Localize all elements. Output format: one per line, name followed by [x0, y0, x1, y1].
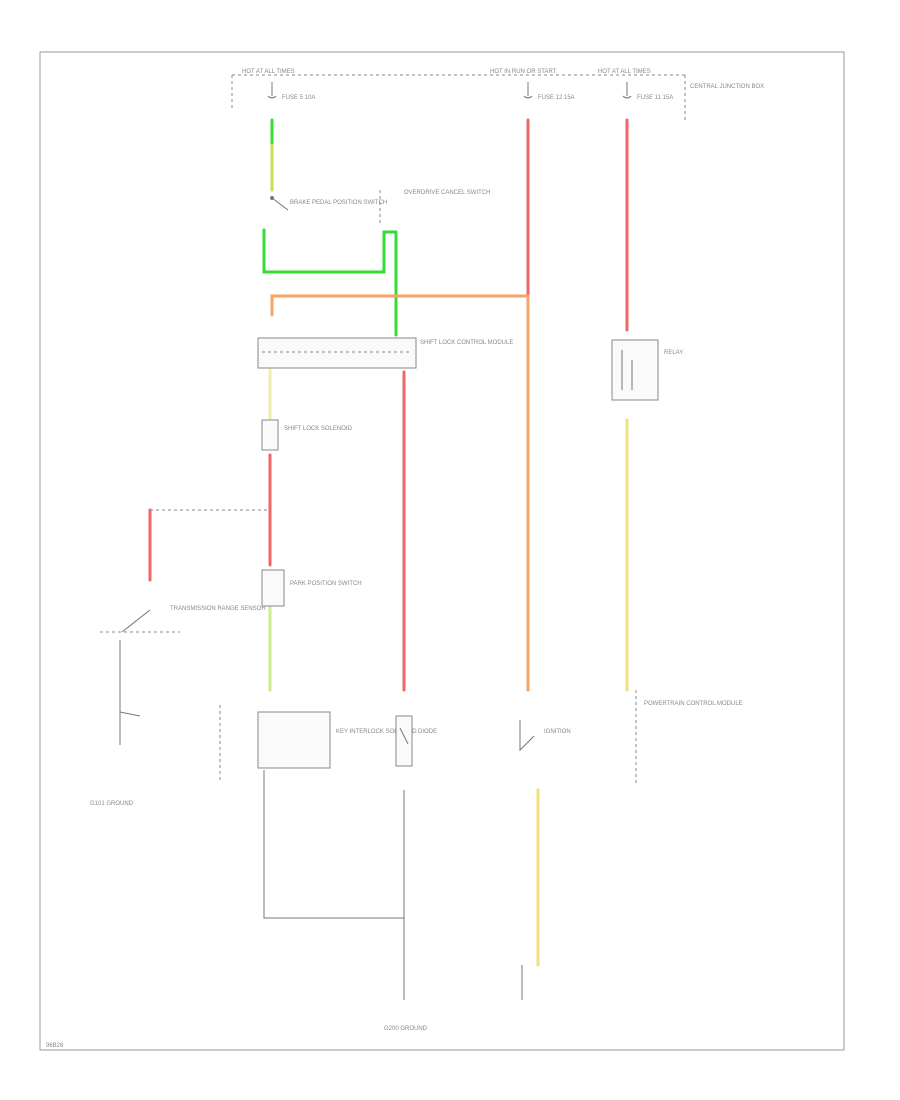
- label-relay: RELAY: [664, 350, 683, 356]
- shift-lock-module-box: [257, 337, 417, 369]
- label-ground-left: G101 GROUND: [90, 801, 134, 807]
- label-overdrive-switch: OVERDRIVE CANCEL SWITCH: [404, 190, 490, 196]
- relay-coil: [621, 350, 633, 390]
- label-hot-all-times-2: HOT AT ALL TIMES: [598, 69, 651, 75]
- label-diode: DIODE: [418, 729, 437, 735]
- park-position-switch-box: [261, 569, 285, 607]
- label-hot-all-times-1: HOT AT ALL TIMES: [242, 69, 295, 75]
- label-fuse-3: FUSE 11 15A: [637, 95, 673, 101]
- label-park-position: PARK POSITION SWITCH: [290, 581, 362, 587]
- brake-switch-pivot: [270, 196, 274, 200]
- label-fuse-1: FUSE 5 10A: [282, 95, 315, 101]
- trs-switch: [119, 711, 141, 717]
- wire-left-green-mid: [262, 228, 398, 274]
- label-ground-main: G200 GROUND: [384, 1026, 428, 1032]
- diagram-frame: [39, 51, 845, 1051]
- fuse-right: FUSE 11 15A: [622, 82, 673, 101]
- wire-bottom-loop: [263, 770, 404, 919]
- label-powertrain-module: POWERTRAIN CONTROL MODULE: [644, 701, 743, 707]
- label-ignition: IGNITION: [544, 729, 571, 735]
- label-shift-lock-solenoid: SHIFT LOCK SOLENOID: [284, 426, 353, 432]
- trs-contact: [121, 609, 151, 633]
- ignition-switch: IGNITION: [519, 720, 571, 752]
- label-brake-switch: BRAKE PEDAL POSITION SWITCH: [290, 200, 387, 206]
- label-key-interlock: KEY INTERLOCK SOLENOID: [336, 729, 417, 735]
- fuse-middle: FUSE 12 15A: [523, 82, 575, 101]
- label-shift-lock-module: SHIFT LOCK CONTROL MODULE: [420, 340, 513, 346]
- brake-switch-contact: [271, 197, 289, 211]
- diode-component: DIODE: [395, 715, 437, 767]
- fuse-left: FUSE 5 10A: [267, 82, 315, 101]
- wire-orange-bus: [270, 294, 530, 317]
- label-central-junction: CENTRAL JUNCTION BOX: [690, 84, 764, 90]
- relay-box: [611, 339, 659, 401]
- label-hot-run-start: HOT IN RUN OR START: [490, 69, 557, 75]
- label-corner-code: 96B28: [46, 1043, 64, 1049]
- shift-lock-solenoid-box: [261, 419, 279, 451]
- label-fuse-2: FUSE 12 15A: [538, 95, 575, 101]
- key-interlock-switch: KEY INTERLOCK SOLENOID: [257, 711, 417, 769]
- label-transmission-range: TRANSMISSION RANGE SENSOR: [170, 606, 266, 612]
